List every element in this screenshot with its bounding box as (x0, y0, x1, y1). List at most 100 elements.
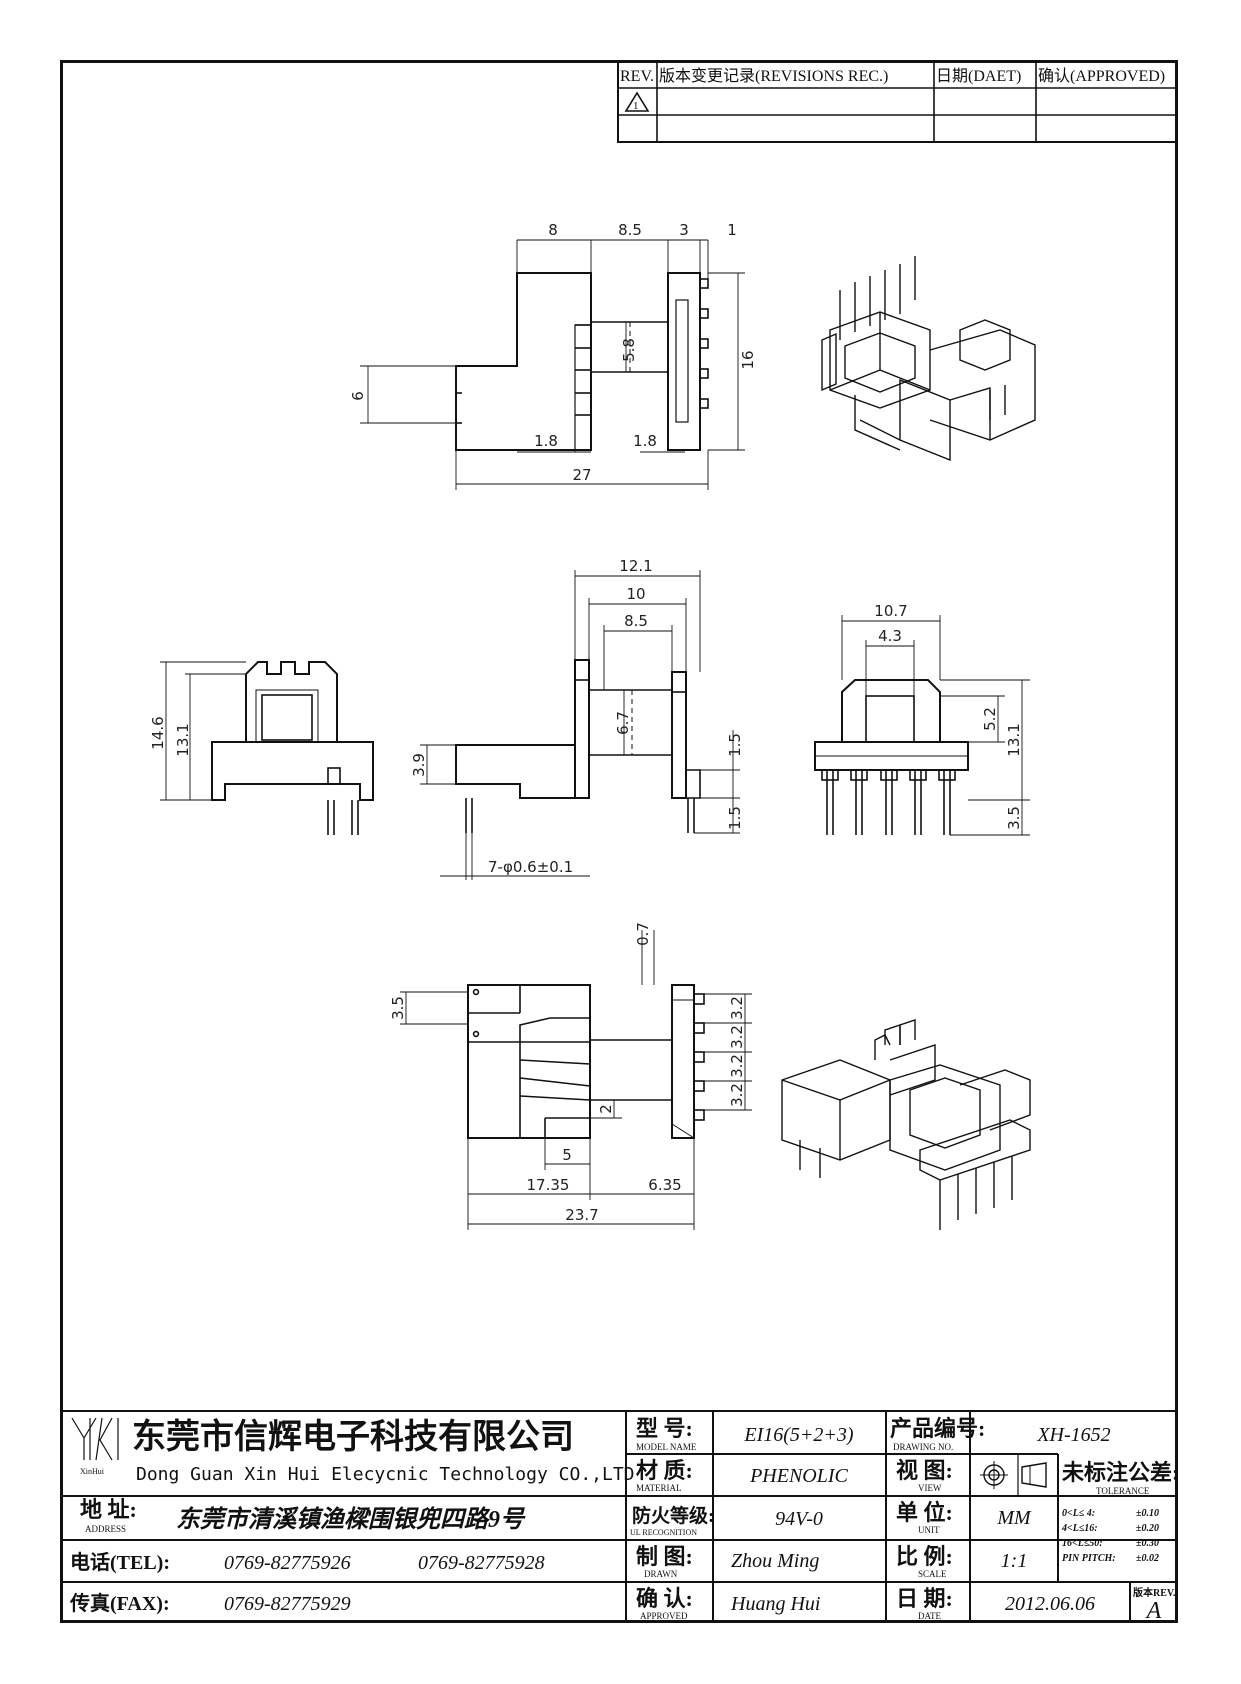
approved-header: 确认(APPROVED) (1038, 67, 1165, 85)
view-label: 视 图: (896, 1458, 953, 1483)
tel-label: 电话(TEL): (70, 1551, 170, 1574)
approved-value: Huang Hui (730, 1593, 820, 1615)
date-label: 日 期: (896, 1586, 953, 1611)
view-projection-icon (980, 1461, 1047, 1489)
company-name-cn: 东莞市信辉电子科技有限公司 (132, 1417, 574, 1456)
company-name-en: Dong Guan Xin Hui Elecycnic Technology C… (136, 1464, 635, 1485)
dim-label: 6.7 (614, 711, 632, 735)
ul-label: 防火等级: (632, 1504, 714, 1527)
dim-label: 3.2 (728, 1083, 746, 1107)
dim-label: 3.2 (728, 996, 746, 1020)
tolerance-range: 4<L≤16: (1061, 1523, 1098, 1534)
dim-label: 4.3 (878, 627, 902, 645)
dim-label: 13.1 (174, 723, 192, 756)
dim-label: 8.5 (624, 612, 648, 630)
tolerance-label-en: TOLERANCE (1096, 1486, 1150, 1496)
pin-diameter-note: 7-φ0.6±0.1 (488, 858, 573, 876)
front-view-left-dimension-lines (160, 661, 246, 801)
dim-label: 12.1 (619, 557, 652, 575)
dim-label: 0.7 (634, 922, 652, 946)
tolerance-label: 未标注公差: (1062, 1460, 1179, 1485)
ul-label-en: UL RECOGNITION (630, 1528, 697, 1537)
dim-label: 5 (562, 1146, 572, 1164)
dim-label: 2 (597, 1104, 615, 1114)
logo-text: XinHui (80, 1467, 105, 1476)
bottom-view-outline (467, 984, 705, 1139)
revision-number: 1 (633, 100, 639, 112)
date-header: 日期(DAET) (936, 67, 1021, 85)
approved-label-en: APPROVED (640, 1611, 688, 1621)
tolerance-value: ±0.20 (1136, 1523, 1159, 1534)
drawn-value: Zhou Ming (731, 1550, 819, 1572)
dim-label: 3 (679, 221, 689, 239)
revision-table (617, 61, 1177, 143)
tolerance-value: ±0.02 (1136, 1553, 1159, 1564)
scale-label: 比 例: (896, 1544, 953, 1569)
date-value: 2012.06.06 (1005, 1593, 1095, 1615)
dim-label: 5.8 (620, 338, 638, 362)
model-value: EI16(5+2+3) (743, 1424, 854, 1446)
dim-label: 3.2 (728, 1025, 746, 1049)
isometric-view-bottom (781, 1019, 1031, 1230)
dim-label: 3.5 (389, 996, 407, 1020)
material-value: PHENOLIC (749, 1465, 848, 1487)
view-label-en: VIEW (918, 1483, 942, 1493)
tolerance-range: 16<L≤50: (1062, 1538, 1103, 1549)
approved-label: 确 认: (636, 1586, 693, 1611)
rev-header: REV. (620, 68, 654, 85)
dim-label: 10 (626, 585, 645, 603)
ul-value: 94V-0 (775, 1508, 823, 1530)
scale-value: 1:1 (1001, 1550, 1028, 1572)
isometric-view-top (821, 256, 1036, 462)
revision-triangle-icon (624, 91, 650, 112)
fax-label: 传真(FAX): (69, 1591, 170, 1615)
tolerance-range: 0<L≤ 4: (1062, 1508, 1095, 1519)
dim-label: 17.35 (527, 1176, 570, 1194)
top-view-dimension-lines (360, 239, 745, 490)
tel-value-1: 0769-82775926 (224, 1552, 351, 1574)
material-label: 材 质: (636, 1458, 693, 1483)
bottom-view-pins (693, 993, 705, 1121)
logo-icon (71, 1417, 119, 1461)
rev-label: 版本REV. (1133, 1586, 1176, 1599)
front-view-middle-outline (455, 659, 701, 833)
drawing-no-label: 产品编号: (890, 1416, 985, 1441)
tolerance-value: ±0.30 (1136, 1538, 1159, 1549)
unit-label: 单 位: (896, 1500, 953, 1525)
drawing-no-value: XH-1652 (1036, 1424, 1110, 1446)
dim-label: 5.2 (981, 707, 999, 731)
dim-label: 3.5 (1005, 806, 1023, 830)
material-label-en: MATERIAL (636, 1483, 682, 1493)
revisions-header: 版本变更记录(REVISIONS REC.) (659, 67, 888, 85)
dim-label: 3.9 (410, 753, 428, 777)
dim-label: 6 (349, 391, 367, 401)
model-label-en: MODEL NAME (636, 1442, 697, 1452)
dim-label: 16 (739, 350, 757, 369)
drawing-no-label-en: DRAWING NO. (893, 1442, 953, 1452)
front-view-right-dimension-lines (841, 615, 1030, 836)
scale-label-en: SCALE (918, 1569, 947, 1579)
dim-label: 23.7 (565, 1206, 598, 1224)
drawn-label-en: DRAWN (644, 1569, 678, 1579)
model-label: 型 号: (636, 1416, 693, 1441)
bottom-view-dimension-lines (400, 930, 752, 1230)
date-label-en: DATE (918, 1611, 941, 1621)
address-label: 地 址: (80, 1497, 137, 1522)
fax-value: 0769-82775929 (224, 1593, 351, 1615)
dim-label: 13.1 (1005, 723, 1023, 756)
dim-label: 1.5 (726, 806, 744, 830)
front-view-left-outline (211, 661, 374, 835)
top-view-outline (455, 272, 709, 451)
tolerance-range: PIN PITCH: (1062, 1553, 1116, 1564)
title-block-grid (60, 1410, 1178, 1623)
dim-label: 1 (727, 221, 737, 239)
dim-label: 1.8 (633, 432, 657, 450)
front-view-right-pins (821, 769, 956, 835)
dim-label: 1.8 (534, 432, 558, 450)
tel-value-2: 0769-82775928 (418, 1552, 545, 1574)
dim-label: 10.7 (874, 602, 907, 620)
dim-label: 14.6 (149, 716, 167, 749)
dim-label: 8 (548, 221, 558, 239)
unit-value: MM (996, 1507, 1032, 1529)
